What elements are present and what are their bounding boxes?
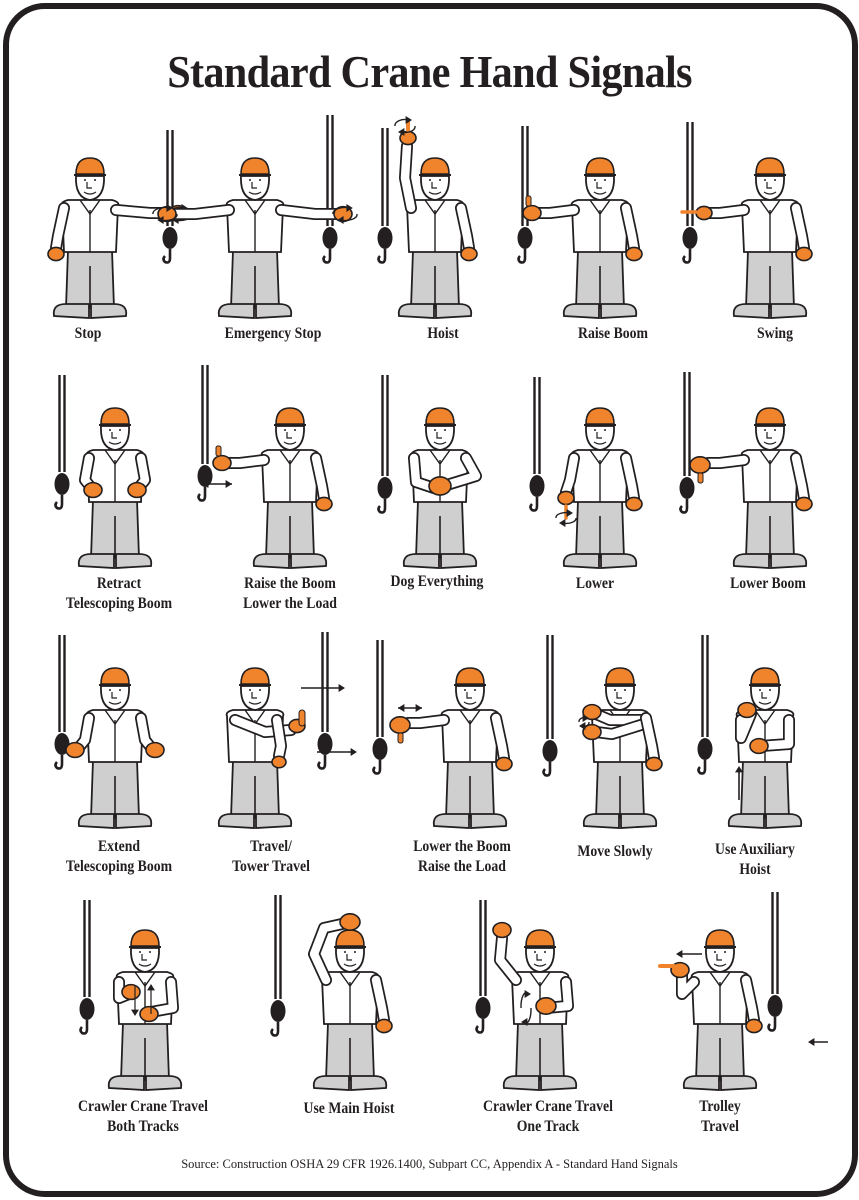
signal-label-line: Both Tracks xyxy=(107,1118,179,1135)
signal-label-line: Raise the Load xyxy=(418,858,506,875)
signal-label-line: Stop xyxy=(74,325,102,342)
signal-label-line: Telescoping Boom xyxy=(65,595,173,612)
signal-label: Dog Everything xyxy=(351,572,523,592)
signal-label-line: Trolley xyxy=(699,1098,741,1115)
signal-label-line: Telescoping Boom xyxy=(65,858,173,875)
signal-label-line: Move Slowly xyxy=(577,843,653,860)
signal-label: Stop xyxy=(2,324,174,344)
signal-label-line: Lower Boom xyxy=(730,575,806,592)
signal-label-line: Travel/ xyxy=(250,838,292,855)
signal-label: Swing xyxy=(689,324,859,344)
signal-label-line: Swing xyxy=(757,325,793,342)
signal-label-line: Hoist xyxy=(739,861,771,878)
signal-label: Raise Boom xyxy=(527,324,699,344)
signal-label: Hoist xyxy=(357,324,529,344)
signal-label: Lower Boom xyxy=(682,574,854,594)
signal-label-line: One Track xyxy=(516,1118,580,1135)
signal-label: Use Main Hoist xyxy=(263,1099,435,1119)
signal-label-line: Hoist xyxy=(427,325,459,342)
signal-label-line: Emergency Stop xyxy=(224,325,322,342)
page-title: Standard Crane Hand Signals xyxy=(167,46,692,97)
signal-label-line: Lower xyxy=(575,575,615,592)
signal-label-line: Dog Everything xyxy=(390,573,484,590)
signal-label: Emergency Stop xyxy=(187,324,359,344)
signal-label: Move Slowly xyxy=(529,842,701,862)
signal-label-line: Use Auxiliary xyxy=(715,841,795,858)
signal-label-line: Travel xyxy=(701,1118,739,1135)
signal-label-line: Raise the Boom xyxy=(244,575,336,592)
signal-label-line: Retract xyxy=(96,575,142,592)
source-citation: Source: Construction OSHA 29 CFR 1926.14… xyxy=(181,1157,678,1171)
signal-label-line: Lower the Load xyxy=(243,595,337,612)
signal-label-line: Tower Travel xyxy=(232,858,310,875)
signal-label: Travel/Tower Travel xyxy=(185,837,357,877)
signal-label-line: Raise Boom xyxy=(578,325,648,342)
signal-label-line: Use Main Hoist xyxy=(303,1100,395,1117)
signal-label: Lower xyxy=(509,574,681,594)
signal-label-line: Extend xyxy=(97,838,141,855)
signal-label-line: Lower the Boom xyxy=(413,838,511,855)
signal-label-line: Crawler Crane Travel xyxy=(78,1098,208,1115)
signal-label-line: Crawler Crane Travel xyxy=(483,1098,613,1115)
